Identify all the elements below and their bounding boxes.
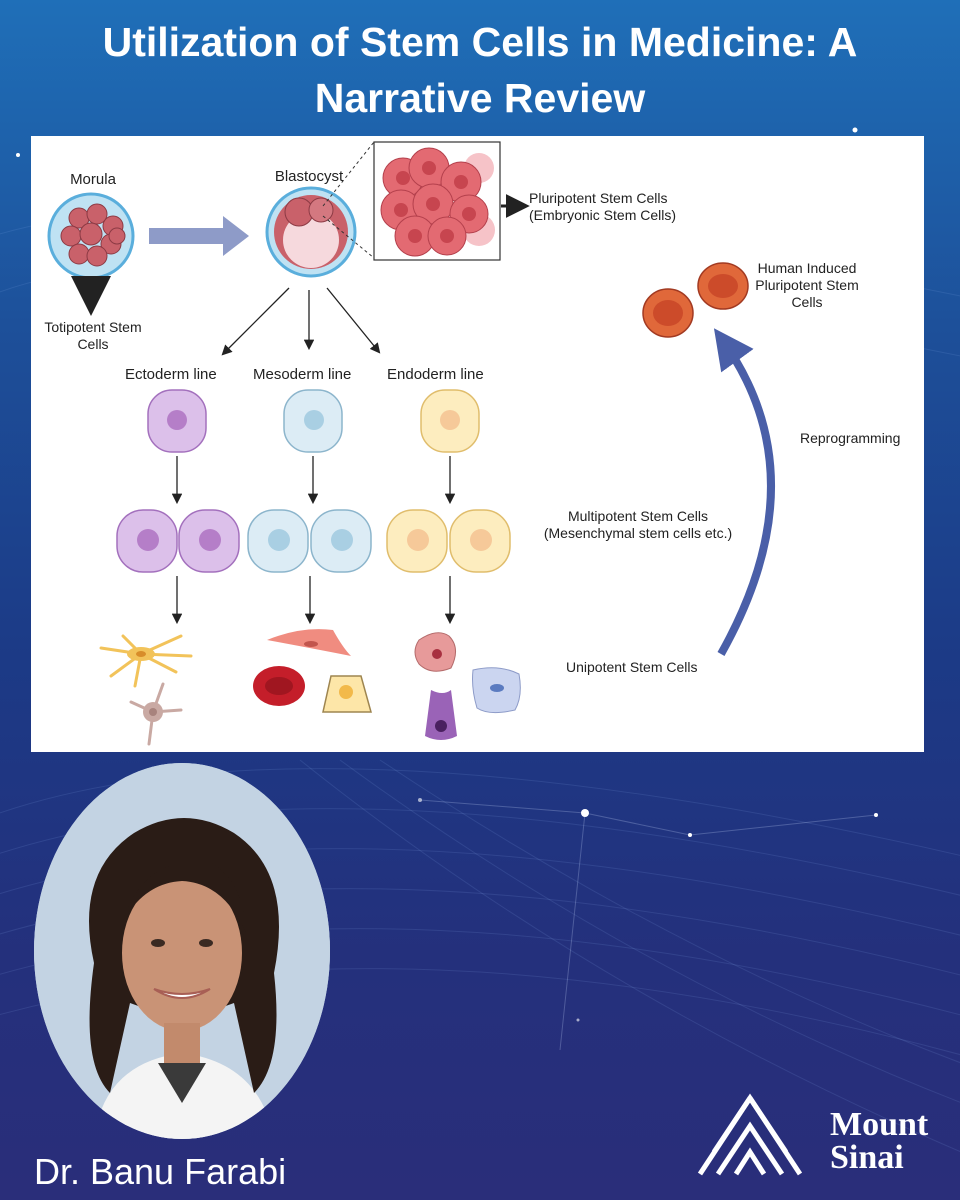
multipotent-label: Multipotent Stem Cells (Mesenchymal stem… [543, 508, 733, 541]
alveolar-cell [472, 667, 521, 714]
reprogramming-arrow [713, 328, 775, 656]
reprogramming-label: Reprogramming [800, 430, 901, 446]
glial-cell [129, 682, 183, 746]
morula-label: Morula [70, 171, 116, 188]
pluripotent-cell-cluster [380, 147, 495, 257]
morula-cell [47, 192, 135, 280]
ectoderm-label: Ectoderm line [125, 366, 217, 383]
induced-pluripotent-cells [642, 262, 749, 338]
diagram-graphics [47, 141, 775, 746]
chondrocyte-cell [322, 675, 372, 713]
mount-sinai-logo [697, 1093, 803, 1176]
totipotent-label: Totipotent Stem Cells [44, 319, 142, 352]
presenter-name: Dr. Banu Farabi [34, 1151, 287, 1192]
ectoderm-multipotent-cells [116, 509, 240, 573]
portrait-illustration [34, 763, 330, 1139]
page-title: Utilization of Stem Cells in Medicine: A… [102, 19, 858, 121]
ectoderm-cell [147, 389, 207, 453]
blastocyst-cell [265, 186, 357, 278]
hepatocyte-cell [414, 632, 456, 672]
mount-sinai-wordmark: Mount Sinai [830, 1106, 929, 1176]
pluripotent-label: Pluripotent Stem Cells (Embryonic Stem C… [529, 190, 677, 223]
red-blood-cell [253, 666, 305, 706]
mesoderm-cell [283, 389, 343, 453]
goblet-cell [425, 690, 457, 740]
endoderm-label: Endoderm line [387, 366, 484, 383]
endoderm-multipotent-cells [386, 509, 511, 573]
blastocyst-label: Blastocyst [274, 168, 344, 185]
presenter-photo [34, 763, 330, 1139]
mesoderm-multipotent-cells [247, 509, 372, 573]
stem-cell-diagram: Morula Blastocyst Totipotent Stem Cells … [31, 136, 924, 752]
smooth-muscle-cell [267, 629, 351, 656]
endoderm-cell [420, 389, 480, 453]
mesoderm-label: Mesoderm line [253, 366, 352, 383]
hipsc-label: Human Induced Pluripotent Stem Cells [755, 260, 859, 310]
development-arrow [149, 216, 249, 256]
unipotent-label: Unipotent Stem Cells [566, 659, 698, 675]
neuron-cell [99, 634, 193, 688]
